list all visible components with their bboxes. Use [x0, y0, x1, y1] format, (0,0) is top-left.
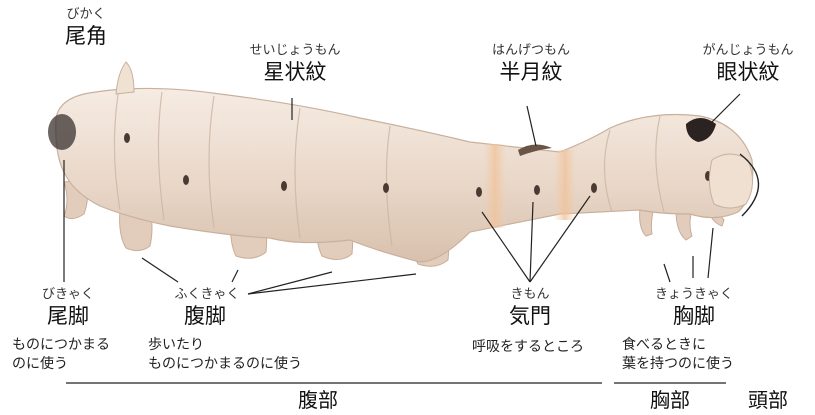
thoracic-leg-term: 胸脚: [673, 306, 715, 327]
spiracle: [183, 175, 189, 185]
spiracle: [591, 183, 597, 193]
spiracle: [534, 185, 540, 195]
caudal-leg-reading: びきゃく: [42, 288, 94, 301]
crescent-mark-reading: はんげつもん: [492, 44, 570, 57]
band-left: [484, 144, 506, 228]
tail-horn-term: 尾角: [65, 26, 107, 47]
abdominal-leg-reading: ふくきゃく: [174, 288, 239, 301]
spiracle-description: 呼吸をするところ: [472, 338, 584, 357]
star-mark-term: 星状紋: [264, 62, 327, 83]
abdominal-leg-term: 腹脚: [184, 306, 226, 327]
eye-mark-term: 眼状紋: [717, 62, 780, 83]
spiracle: [124, 133, 130, 143]
abdomen-section-label: 腹部: [298, 390, 338, 410]
tail-dark-tip: [48, 114, 76, 150]
abdominal-leg-description: 歩いたり ものにつかまるのに使う: [148, 336, 302, 374]
silkworm-head: [709, 154, 752, 208]
crescent-mark-term: 半月紋: [500, 62, 563, 83]
caudal-leg-description: ものにつかまる のに使う: [12, 336, 110, 374]
tail-horn-reading: びかく: [66, 8, 105, 21]
thorax-section-label: 胸部: [650, 390, 690, 410]
thoracic-leg-description: 食べるときに 葉を持つのに使う: [622, 336, 734, 374]
spiracle-term: 気門: [509, 306, 551, 327]
spiracle: [476, 187, 482, 197]
caudal-leg-term: 尾脚: [47, 306, 89, 327]
eye-mark-reading: がんじょうもん: [702, 44, 793, 57]
spiracle: [281, 181, 287, 191]
band-right: [554, 150, 576, 220]
silkworm-body: [56, 88, 753, 262]
thoracic-leg-reading: きょうきゃく: [655, 288, 733, 301]
spiracle-reading: きもん: [510, 288, 549, 301]
head-section-label: 頭部: [748, 390, 788, 410]
spiracle: [383, 183, 389, 193]
caudal-horn: [116, 62, 134, 94]
star-mark-reading: せいじょうもん: [249, 44, 340, 57]
